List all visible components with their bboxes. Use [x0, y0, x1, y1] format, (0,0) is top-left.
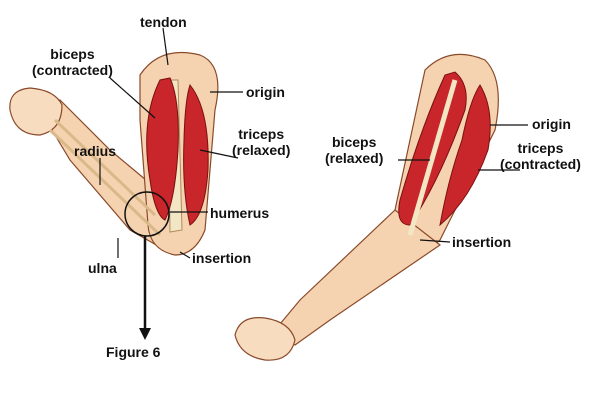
left-ulna [48, 128, 162, 237]
left-radius [53, 118, 157, 217]
right-fist [234, 317, 296, 361]
label-biceps-relaxed: biceps (relaxed) [325, 134, 383, 166]
left-arm [9, 27, 243, 340]
figure-arrow [139, 328, 151, 340]
right-forearm [274, 209, 442, 346]
label-triceps-relaxed: triceps (relaxed) [232, 126, 290, 158]
figure-caption: Figure 6 [106, 344, 161, 360]
label-triceps-name: triceps [517, 140, 564, 156]
right-triceps [439, 84, 491, 227]
label-tendon: tendon [140, 14, 187, 30]
right-arm [234, 53, 528, 361]
elbow-circle [124, 191, 170, 237]
label-ulna: ulna [88, 260, 117, 276]
label-origin-right: origin [532, 116, 571, 132]
label-biceps-state: (contracted) [32, 62, 113, 78]
left-biceps [146, 77, 179, 221]
left-triceps [183, 83, 209, 226]
label-biceps-name: biceps [332, 134, 377, 150]
label-biceps-contracted: biceps (contracted) [32, 46, 113, 78]
label-radius: radius [74, 143, 117, 159]
label-triceps-contracted: triceps (contracted) [500, 140, 581, 172]
label-origin-left: origin [246, 84, 285, 100]
label-triceps-state: (relaxed) [232, 142, 291, 158]
label-insertion-left: insertion [192, 250, 252, 266]
label-triceps-name: triceps [238, 126, 285, 142]
label-humerus: humerus [210, 205, 270, 221]
label-biceps-state: (relaxed) [325, 150, 384, 166]
label-biceps-name: biceps [50, 46, 95, 62]
right-biceps [398, 71, 467, 226]
label-insertion-right: insertion [452, 234, 512, 250]
left-fist [9, 87, 63, 136]
label-triceps-state: (contracted) [500, 156, 581, 172]
